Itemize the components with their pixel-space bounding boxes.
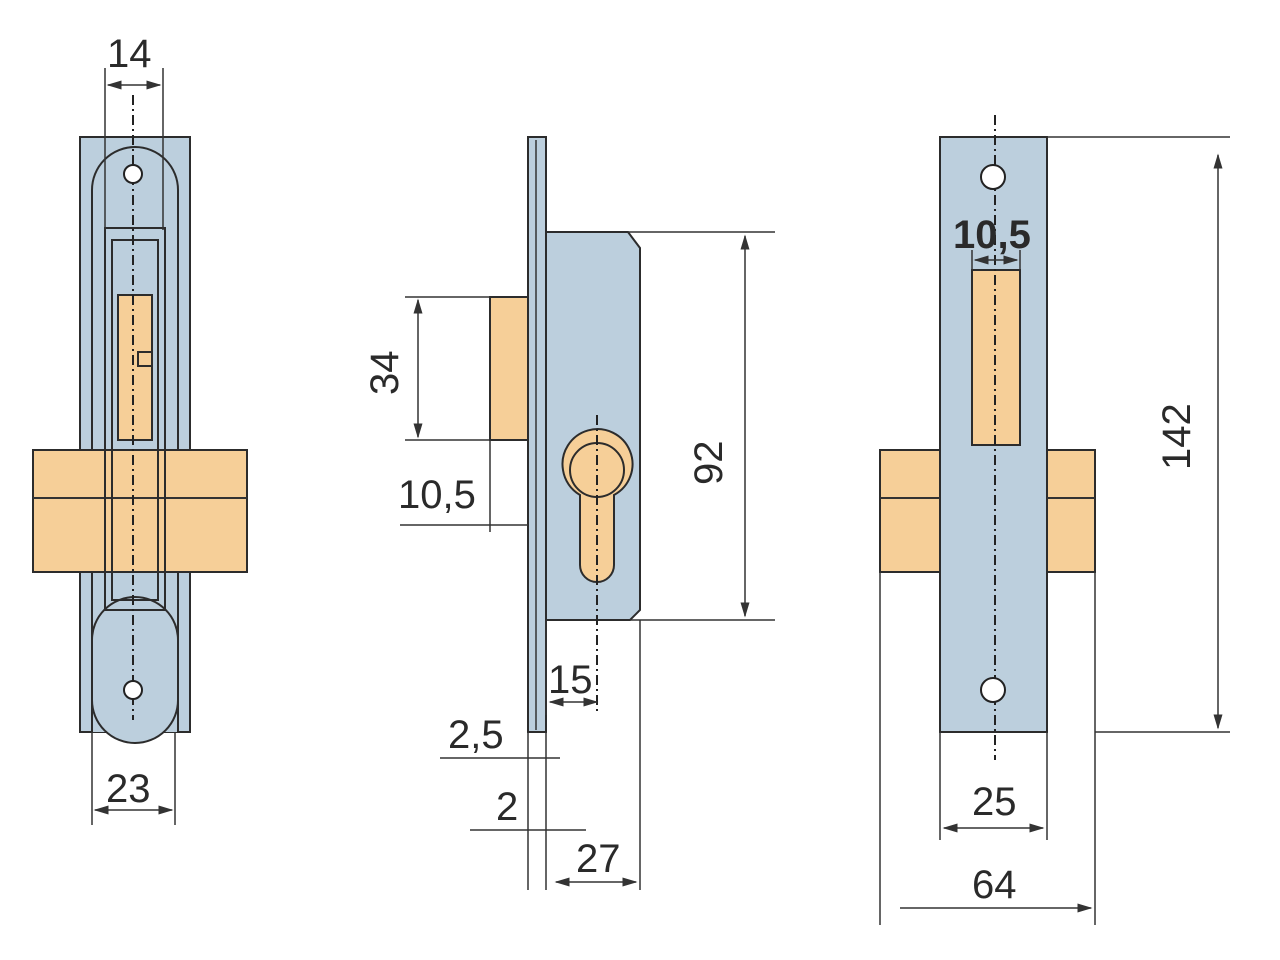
dim-142: 142 bbox=[1155, 403, 1199, 470]
dim-14: 14 bbox=[107, 32, 152, 76]
dim-2-5: 2,5 bbox=[448, 713, 504, 757]
strike-view: 10,5 142 25 64 bbox=[879, 115, 1230, 925]
dim-10-5: 10,5 bbox=[398, 473, 476, 517]
dim-25: 25 bbox=[972, 780, 1017, 824]
dim-64: 64 bbox=[972, 863, 1017, 907]
dim-2: 2 bbox=[496, 785, 518, 829]
front-view: 14 23 bbox=[32, 32, 248, 825]
dim-23: 23 bbox=[106, 767, 151, 811]
screw-icon bbox=[123, 680, 143, 700]
dim-slot-10-5: 10,5 bbox=[953, 213, 1031, 257]
dim-92: 92 bbox=[687, 441, 731, 486]
screw-icon bbox=[980, 677, 1006, 703]
dim-15: 15 bbox=[548, 658, 593, 702]
dim-27: 27 bbox=[576, 837, 621, 881]
screw-icon bbox=[980, 164, 1006, 190]
side-view: 92 34 10,5 15 2,5 2 27 bbox=[363, 136, 775, 890]
screw-icon bbox=[123, 164, 143, 184]
dim-34: 34 bbox=[363, 351, 407, 396]
